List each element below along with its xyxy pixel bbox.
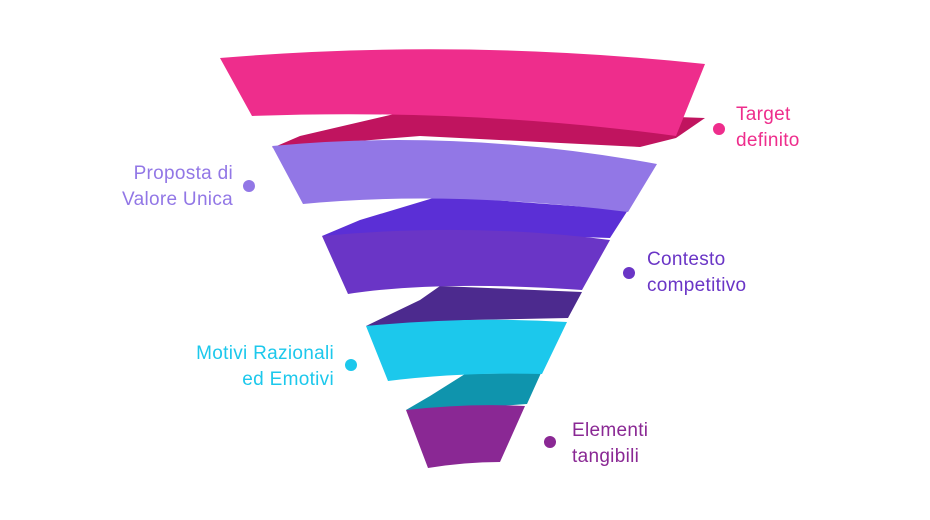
funnel-band-elementi: [406, 405, 525, 468]
funnel-band-motivi: [366, 319, 567, 381]
label-proposta-line-2: Valore Unica: [122, 189, 233, 210]
label-target-line-2: definito: [736, 130, 800, 151]
label-motivi-line-2: ed Emotivi: [242, 369, 334, 390]
elementi-dot: [544, 436, 556, 448]
label-proposta-line-1: Proposta di: [133, 163, 233, 184]
label-contesto-line-1: Contesto: [647, 249, 726, 270]
label-elementi-line-2: tangibili: [572, 446, 640, 467]
funnel-band-contesto: [322, 229, 610, 294]
target-dot: [713, 123, 725, 135]
label-motivi: Motivi Razionali ed Emotivi: [196, 341, 334, 393]
funnel-connector-4: [406, 373, 541, 410]
funnel-connector-3: [366, 286, 582, 326]
label-elementi-line-1: Elementi: [572, 420, 649, 441]
motivi-dot: [345, 359, 357, 371]
label-proposta: Proposta di Valore Unica: [122, 161, 233, 213]
label-motivi-line-1: Motivi Razionali: [196, 343, 334, 364]
funnel-band-proposta: [272, 140, 657, 212]
funnel-connector-2: [322, 196, 628, 238]
label-elementi: Elementi tangibili: [572, 418, 648, 470]
proposta-dot: [243, 180, 255, 192]
label-target: Target definito: [736, 102, 800, 154]
label-target-line-1: Target: [736, 104, 791, 125]
label-contesto: Contesto competitivo: [647, 247, 746, 299]
label-contesto-line-2: competitivo: [647, 275, 747, 296]
funnel-band-target: [220, 49, 705, 136]
contesto-dot: [623, 267, 635, 279]
